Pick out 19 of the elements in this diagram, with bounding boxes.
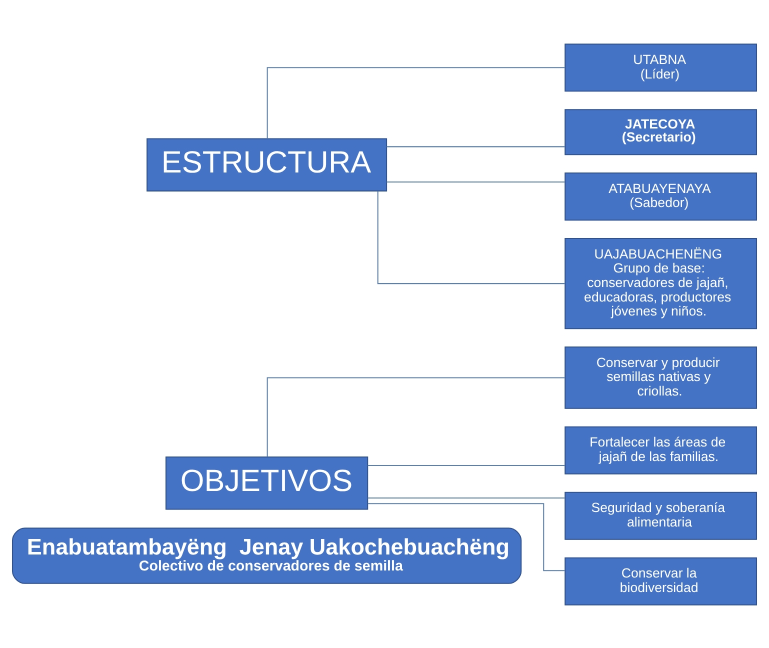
node-box: JATECOYA (Secretario): [564, 108, 758, 155]
connector: [368, 502, 565, 571]
node-box: Fortalecer las áreas de jajañ de las familias.: [564, 426, 758, 474]
connector: [368, 496, 565, 498]
node-box: UTABNA (Líder): [564, 43, 758, 92]
connector: [386, 146, 565, 147]
connector: [377, 190, 566, 284]
node-box: ATABUAYENAYA (Sabedor): [564, 172, 758, 220]
connector: [266, 66, 566, 138]
node-box: Conservar la biodiversidad: [564, 556, 758, 605]
connector: [368, 464, 565, 466]
node-box: OBJETIVOS: [166, 456, 368, 510]
node-box: Seguridad y soberanía alimentaria: [564, 491, 758, 540]
node-box: ESTRUCTURA: [146, 138, 388, 191]
node-box: Enabuatambayëng Jenay Uakochebuachëng Colectivo de conservadores de semilla: [12, 527, 522, 584]
connector: [266, 376, 566, 456]
node-box: UAJABUACHENËNG Grupo de base: conservadores de jajañ, educadoras, productores jóvenes y niños.: [564, 238, 758, 329]
node-box: Conservar y producir semillas nativas y criollas.: [564, 346, 758, 408]
connector: [386, 180, 565, 182]
